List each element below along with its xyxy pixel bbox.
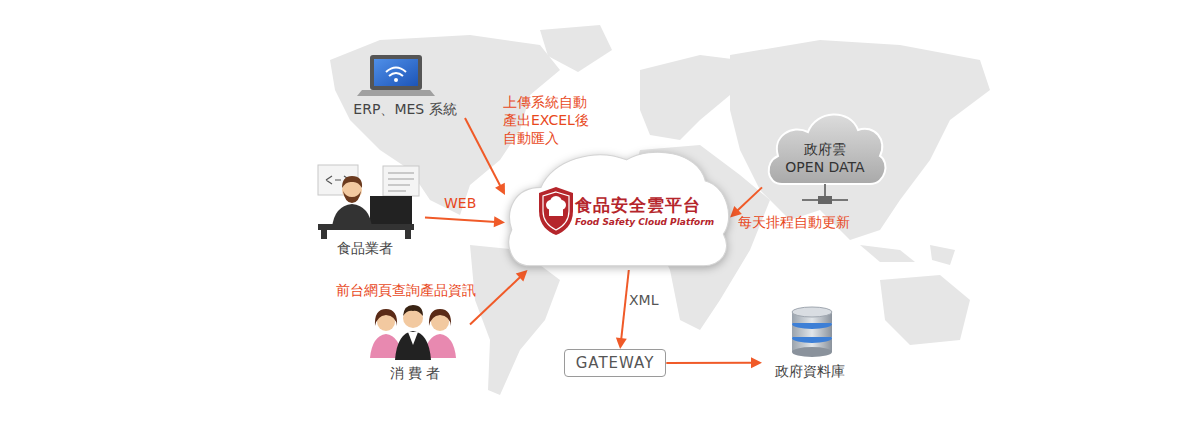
gateway-label: GATEWAY	[576, 354, 655, 372]
laptop-icon-part	[370, 55, 422, 90]
connector-arrow	[470, 270, 528, 325]
arrow-head	[494, 216, 505, 227]
chef-shield-logo	[537, 185, 575, 237]
server-block	[818, 196, 832, 204]
shield-shape	[539, 187, 573, 235]
icon-node: 政府資料庫	[762, 305, 857, 380]
connector-arrow	[425, 216, 505, 227]
icon-label: 消 費 者	[390, 364, 441, 382]
food-operator-figure-part	[405, 230, 411, 239]
icon-label: 政府資料庫	[775, 362, 845, 380]
connector-line	[465, 118, 501, 187]
laptop-icon-part	[386, 68, 406, 73]
edge-label: WEB	[444, 194, 476, 212]
consumers-figure	[370, 305, 456, 360]
platform-subtitle: Food Safety Cloud Platform	[575, 216, 714, 228]
food-operator-figure-part	[342, 176, 362, 188]
food-operator-figure-part	[343, 191, 361, 203]
platform-title: 食品安全雲平台	[575, 195, 714, 216]
connector-line	[666, 362, 753, 364]
food-operator-figure-part	[321, 230, 327, 239]
arrow-head	[751, 357, 762, 368]
consumers-figure-part	[395, 331, 431, 360]
database-icon-part	[792, 307, 832, 317]
cloud-shape	[509, 152, 729, 266]
arrow-head	[616, 337, 627, 349]
icon-label: 食品業者	[337, 239, 393, 257]
hat-band	[549, 207, 563, 216]
shield-inner	[543, 192, 569, 230]
laptop-icon-part	[389, 73, 403, 76]
gcloud-node: 政府雲 OPEN DATA	[762, 100, 888, 212]
connector-line	[737, 187, 762, 211]
food-operator-figure-part	[388, 173, 414, 191]
icon-label: ERP、MES 系統	[353, 100, 456, 118]
cloud-text-wrap: 食品安全雲平台Food Safety Cloud Platform	[575, 195, 714, 228]
box-node: GATEWAY	[564, 349, 667, 377]
icon-node: 消 費 者	[360, 300, 470, 382]
food-operator-figure	[318, 165, 419, 239]
database-icon	[792, 307, 832, 357]
world-map-part	[880, 275, 970, 345]
food-operator-figure-part	[318, 224, 414, 230]
world-map-part	[330, 35, 560, 215]
consumers-figure-part	[408, 332, 418, 345]
laptop-icon-part	[357, 90, 435, 96]
edge-label: 每天排程自動更新	[738, 213, 850, 231]
connector-line	[470, 276, 521, 324]
world-map	[330, 25, 990, 395]
gov-cloud-shape	[769, 114, 886, 184]
world-map-part	[930, 245, 955, 265]
connector-arrow	[666, 357, 762, 368]
gov-cloud-label: 政府雲 OPEN DATA	[785, 140, 865, 176]
laptop-icon	[357, 55, 435, 96]
connector-arrow	[465, 118, 505, 195]
food-operator-figure-part	[383, 166, 419, 196]
world-map-part	[540, 25, 612, 72]
world-map-part	[860, 245, 915, 262]
arrow-head	[495, 183, 505, 195]
food-operator-figure-part	[370, 196, 412, 224]
world-map-part	[730, 40, 990, 240]
icon-node: ERP、MES 系統	[330, 52, 480, 118]
laptop-icon-part	[394, 78, 398, 82]
icon-node: 食品業者	[305, 158, 425, 257]
world-map-part	[470, 245, 560, 395]
connector-arrow	[616, 270, 629, 349]
consumers-figure-part	[403, 305, 423, 316]
consumers-figure-part	[375, 309, 397, 326]
edge-label: 上傳系統自動 產出EXCEL後 自動匯入	[503, 93, 513, 147]
laptop-icon-part	[374, 59, 418, 86]
database-icon-part	[792, 347, 832, 357]
connector-line	[621, 270, 629, 340]
edge-label: 前台網頁查詢產品資訊	[336, 281, 476, 299]
edge-label: XML	[629, 291, 658, 309]
connector-line	[425, 217, 496, 222]
consumers-figure-part	[429, 309, 451, 326]
arrow-head	[516, 270, 528, 282]
connector-arrow	[730, 187, 762, 217]
world-map-part	[640, 55, 740, 140]
cloud-node: 食品安全雲平台Food Safety Cloud Platform	[505, 145, 730, 270]
